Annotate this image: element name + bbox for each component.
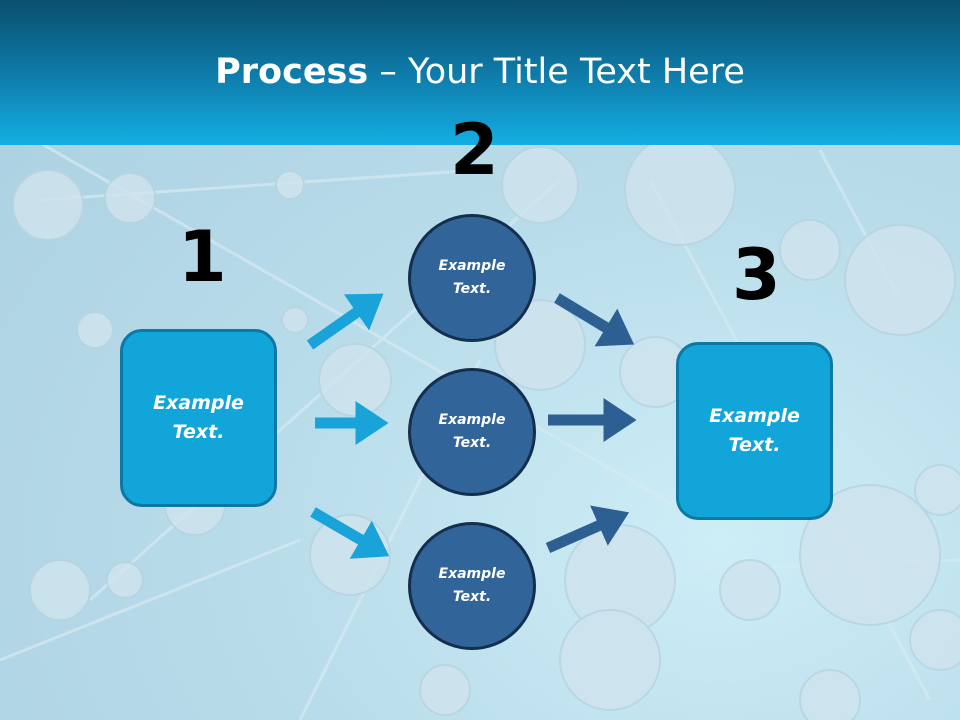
- step-3-box[interactable]: Example Text.: [676, 342, 833, 520]
- circle-3-text-line2: Text.: [452, 589, 492, 605]
- circle-1-text-line2: Text.: [452, 281, 492, 297]
- step-3-text-line2: Text.: [728, 434, 781, 456]
- step-number-1: 1: [178, 216, 227, 298]
- step-2-circle-2[interactable]: Example Text.: [408, 368, 536, 496]
- arrow-1-to-2c: [310, 507, 390, 559]
- step-number-2: 2: [450, 109, 499, 191]
- circle-1-text-line1: Example: [438, 258, 506, 274]
- arrow-1-to-2a: [306, 293, 384, 350]
- step-number-3: 3: [732, 234, 781, 316]
- slide-title: Process – Your Title Text Here: [0, 52, 960, 92]
- title-bold: Process: [215, 52, 369, 92]
- title-bar: Process – Your Title Text Here: [0, 0, 960, 145]
- step-2-circle-1[interactable]: Example Text.: [408, 214, 536, 342]
- step-2-circle-3[interactable]: Example Text.: [408, 522, 536, 650]
- arrow-2c-to-3: [545, 505, 630, 554]
- circle-2-text-line1: Example: [438, 412, 506, 428]
- circle-3-text-line1: Example: [438, 566, 506, 582]
- arrow-2a-to-3: [554, 293, 635, 347]
- title-rest: – Your Title Text Here: [368, 52, 745, 92]
- circle-2-text-line2: Text.: [452, 435, 492, 451]
- step-1-text-line2: Text.: [172, 421, 225, 443]
- step-1-box[interactable]: Example Text.: [120, 329, 277, 507]
- step-3-text-line1: Example: [709, 405, 800, 427]
- step-1-text-line1: Example: [153, 392, 244, 414]
